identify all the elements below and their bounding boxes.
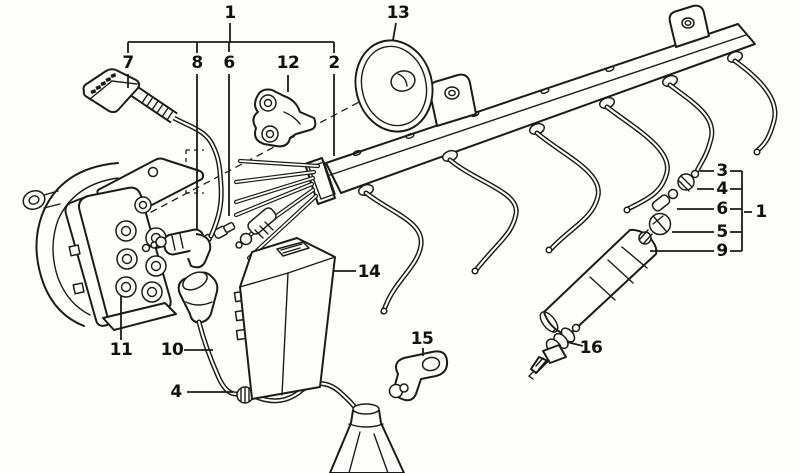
holder-bracket — [388, 350, 449, 402]
inline-connector — [203, 207, 277, 249]
control-unit-box — [233, 237, 336, 400]
ignition-leads — [363, 58, 778, 315]
grommet-ring — [354, 39, 434, 133]
boot-cone — [329, 403, 405, 473]
cable-holder — [252, 88, 317, 148]
lead-end-tips — [380, 148, 761, 315]
elbow-boot — [141, 228, 212, 269]
rail-mount-tab — [668, 4, 710, 48]
callout-lines — [120, 22, 752, 393]
distributor-cap — [22, 157, 205, 331]
ignition-cable-rail — [304, 4, 756, 205]
spark-plug — [527, 323, 581, 380]
connector-pins — [90, 73, 117, 95]
harness-connector-plug — [82, 68, 224, 239]
spark-plug-connector — [539, 169, 700, 336]
